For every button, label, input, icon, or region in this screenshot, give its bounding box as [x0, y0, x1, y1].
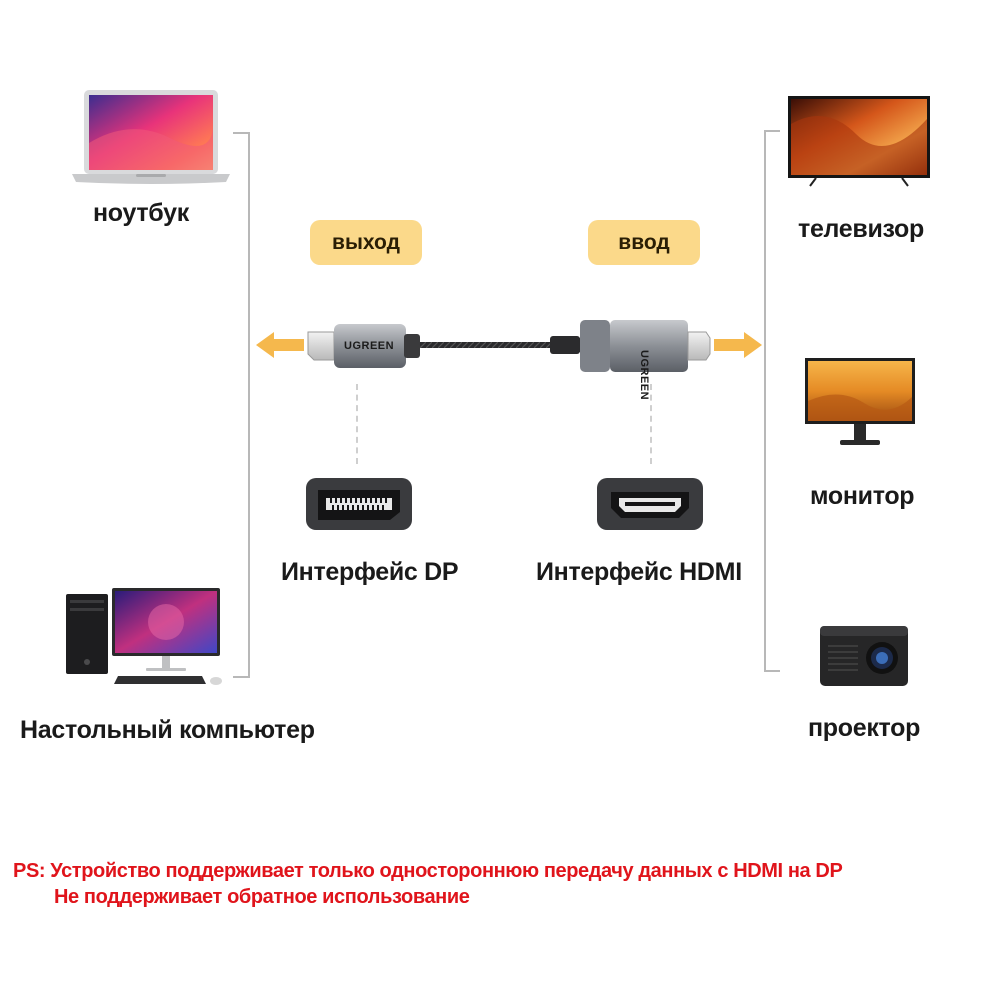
note-line-1: PS: Устройство поддерживает только однос… — [13, 860, 843, 882]
left-arrow-icon — [256, 330, 306, 360]
laptop-image — [70, 88, 232, 188]
hdmi-interface-label: Интерфейс HDMI — [536, 558, 742, 586]
dp-dashed-guide — [356, 384, 358, 464]
desktop-computer-label: Настольный компьютер — [20, 716, 315, 744]
left-bracket-vertical — [248, 132, 250, 678]
hdmi-dashed-guide — [650, 384, 652, 464]
right-bracket-bottom — [764, 670, 780, 672]
left-bracket-top — [233, 132, 250, 134]
hdmi-port-icon — [597, 478, 703, 530]
displayport-port-icon — [306, 478, 412, 530]
brand-label-dp: UGREEN — [344, 340, 395, 352]
cable-image — [306, 312, 712, 378]
input-pill: ввод — [588, 220, 700, 265]
note-line-2: Не поддерживает обратное использование — [54, 886, 470, 908]
tv-label: телевизор — [798, 215, 924, 243]
laptop-label: ноутбук — [93, 199, 189, 227]
monitor-image — [804, 357, 916, 451]
right-arrow-icon — [712, 330, 762, 360]
right-bracket-vertical — [764, 130, 766, 672]
output-pill: выход — [310, 220, 422, 265]
projector-label: проектор — [808, 714, 921, 742]
projector-image — [818, 620, 910, 692]
brand-label-hdmi: UGREEN — [638, 350, 650, 401]
tv-image — [786, 94, 932, 188]
monitor-label: монитор — [810, 482, 915, 510]
dp-interface-label: Интерфейс DP — [281, 558, 459, 586]
left-bracket-bottom — [233, 676, 250, 678]
desktop-computer-image — [62, 584, 232, 692]
right-bracket-top — [764, 130, 780, 132]
